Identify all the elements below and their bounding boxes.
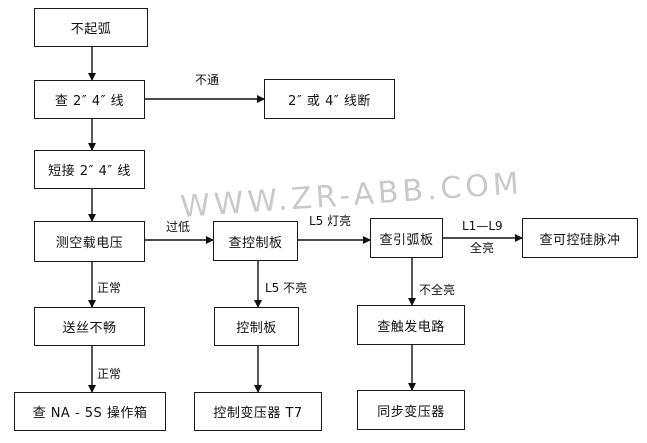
node-check-arc-board: 查引弧板 — [370, 218, 443, 258]
edge-label-l1-l9: L1—L9 — [462, 219, 503, 233]
edge-label-l5-off: L5 不亮 — [265, 281, 308, 295]
node-check-lines: 查 2″ 4″ 线 — [34, 80, 145, 119]
edge-label-too-low: 过低 — [166, 220, 191, 234]
node-no-arc: 不起弧 — [34, 8, 148, 47]
node-measure-voltage: 测空载电压 — [34, 221, 145, 262]
edge-label-not-all-on: 不全亮 — [419, 283, 456, 297]
node-check-box: 查 NA - 5S 操作箱 — [14, 392, 166, 431]
node-control-transformer: 控制变压器 T7 — [194, 392, 322, 431]
edge-label-all-on: 全亮 — [470, 241, 495, 255]
node-check-trigger: 查触发电路 — [357, 305, 465, 345]
edge-label-not-connected: 不通 — [195, 73, 220, 87]
node-check-scr-pulse: 查可控硅脉冲 — [522, 218, 638, 258]
node-control-board: 控制板 — [214, 307, 299, 346]
node-short-lines: 短接 2″ 4″ 线 — [34, 150, 145, 189]
node-check-control-board: 查控制板 — [213, 221, 298, 261]
node-feed-wire: 送丝不畅 — [34, 307, 145, 346]
edge-label-l5-on: L5 灯亮 — [309, 214, 352, 228]
node-line-broken: 2″ 或 4″ 线断 — [264, 79, 395, 119]
edge-label-normal-2: 正常 — [97, 367, 122, 381]
node-sync-transformer: 同步变压器 — [357, 390, 465, 430]
edge-label-normal-1: 正常 — [97, 281, 122, 295]
